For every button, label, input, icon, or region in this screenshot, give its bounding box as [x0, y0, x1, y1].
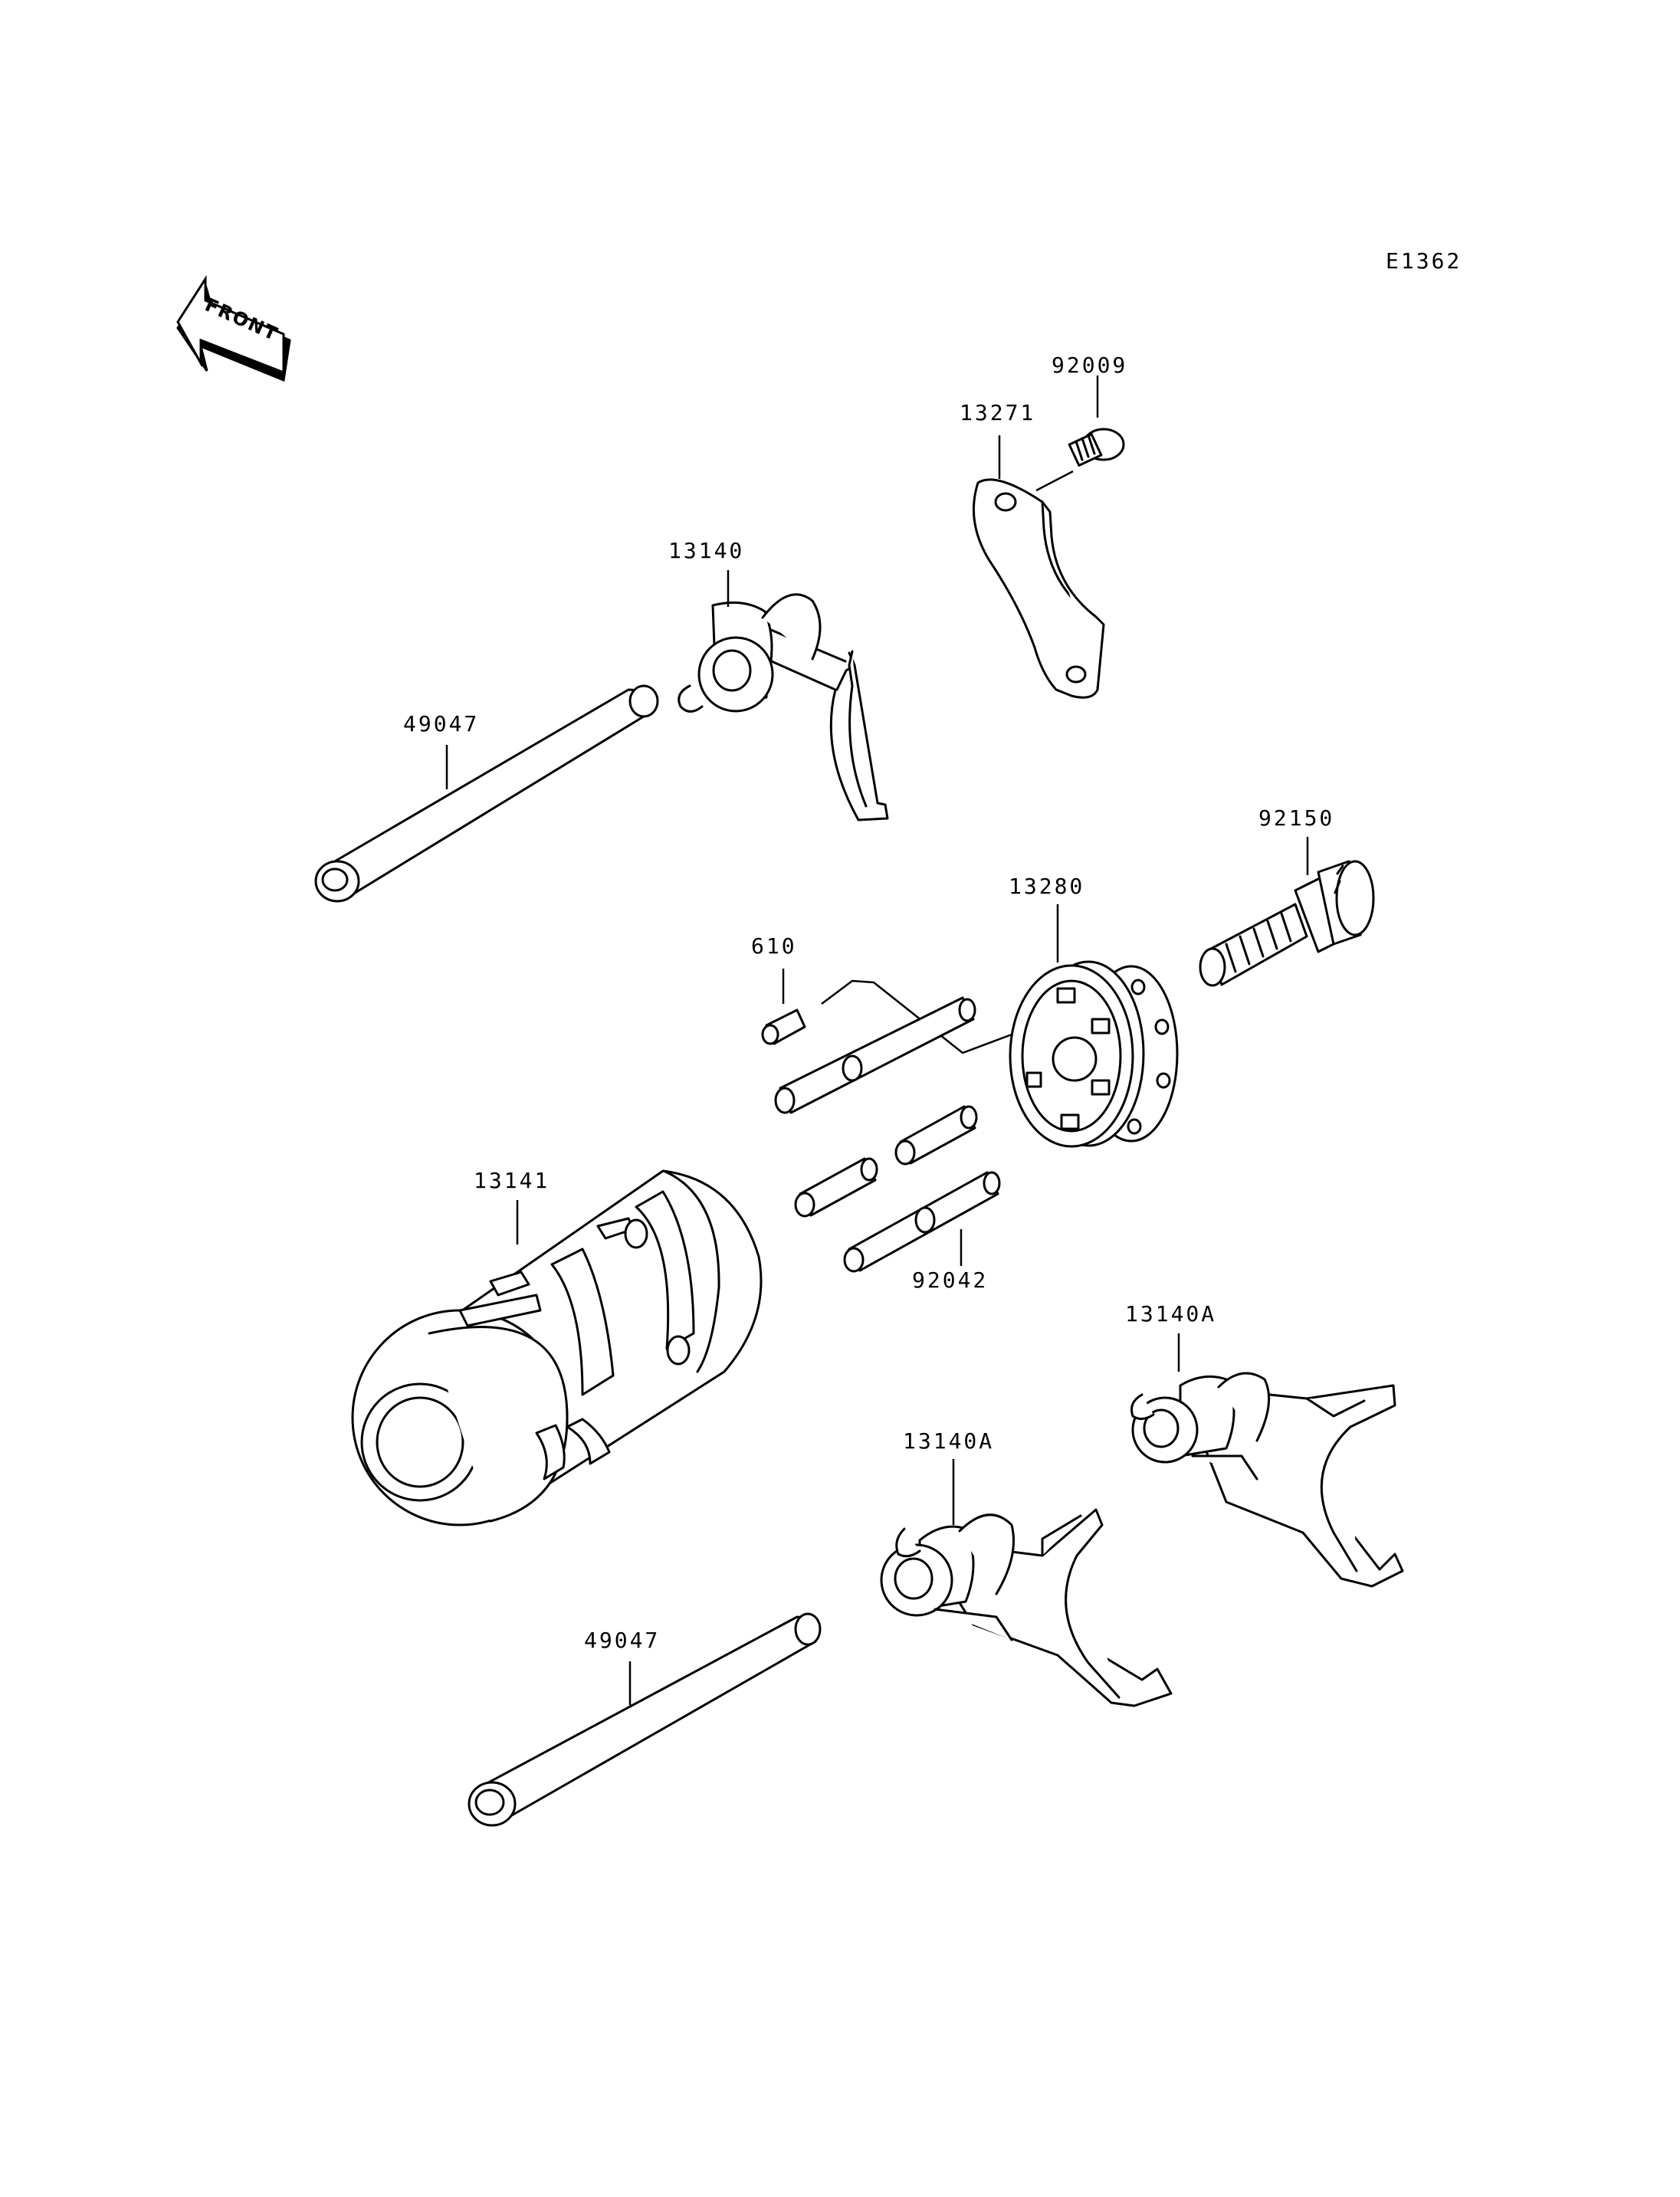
callout-13280: 13280 [1009, 874, 1084, 899]
shift-fork-13140A-left[interactable] [880, 1508, 1173, 1707]
shaft-49047-top[interactable] [314, 684, 659, 903]
dowel-pin-610[interactable] [761, 1008, 806, 1045]
bolt-92150[interactable] [1199, 860, 1375, 987]
callout-610: 610 [751, 933, 797, 959]
diagram-code: E1362 [1386, 248, 1462, 274]
callout-92042: 92042 [912, 1267, 988, 1293]
front-arrow-icon: FRONT [176, 274, 291, 382]
pins-92042[interactable] [774, 996, 1001, 1273]
shift-drum-13141[interactable] [351, 1169, 763, 1526]
callout-13141: 13141 [474, 1168, 550, 1193]
shaft-49047-bottom[interactable] [468, 1612, 822, 1827]
callout-13140A-left: 13140A [903, 1428, 994, 1454]
shift-fork-13140[interactable] [678, 593, 889, 821]
shift-fork-13140A-right[interactable] [1130, 1372, 1404, 1588]
callout-49047-bottom: 49047 [584, 1628, 660, 1653]
screw-92009[interactable] [1068, 428, 1125, 467]
callout-92009: 92009 [1052, 353, 1127, 378]
callout-49047-top: 49047 [403, 711, 479, 736]
callout-13140A-right: 13140A [1125, 1301, 1216, 1326]
callout-13271: 13271 [960, 400, 1035, 425]
callout-92150: 92150 [1258, 805, 1334, 831]
plate-13271[interactable] [972, 478, 1105, 699]
callout-13140: 13140 [668, 538, 744, 563]
shift-drum-cam-13280[interactable] [1009, 960, 1179, 1148]
